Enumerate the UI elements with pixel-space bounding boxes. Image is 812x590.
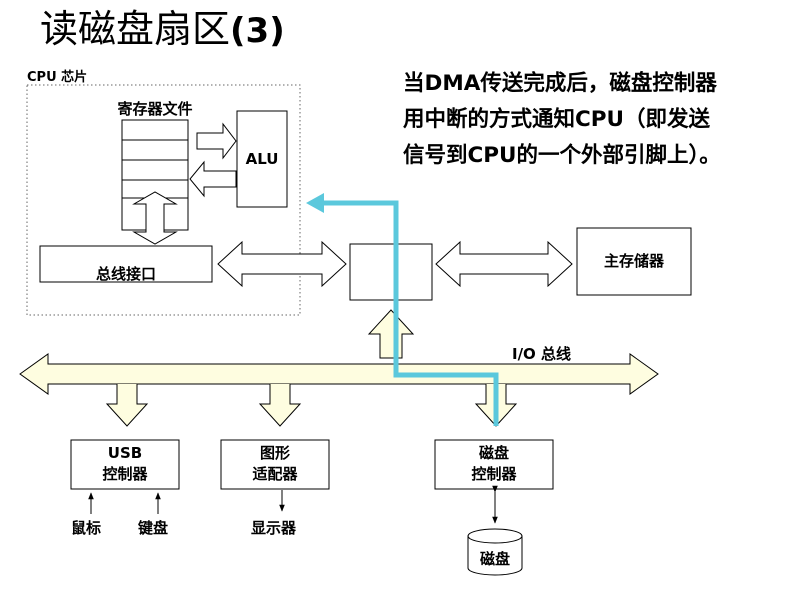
- interrupt-signal-path: [322, 200, 499, 426]
- usb-controller-label: USB 控制器: [71, 443, 179, 485]
- slide-title: 读磁盘扇区(3): [40, 4, 285, 56]
- reg-to-alu-arrow: [196, 122, 237, 160]
- reg-bus-double-arrow: [132, 191, 178, 245]
- keyboard-label: 键盘: [138, 519, 169, 537]
- mouse-label: 鼠标: [71, 519, 102, 537]
- title-text: 读磁盘扇区: [40, 7, 231, 51]
- alu-label: ALU: [245, 150, 279, 168]
- io-bus-label: I/O 总线: [512, 345, 572, 363]
- usb-controller-box: [70, 439, 180, 490]
- io-bridge-box: [349, 243, 433, 301]
- cpu-chip-boundary: [26, 84, 301, 316]
- main-memory-label: 主存储器: [603, 252, 664, 270]
- interrupt-arrowhead: [306, 193, 324, 213]
- title-number: (3): [230, 11, 285, 51]
- bridge-memory-double-arrow: [435, 240, 573, 288]
- disk-controller-box: [434, 439, 554, 490]
- disk-controller-label: 磁盘 控制器: [435, 443, 553, 485]
- note-line-3: 信号到CPU的一个外部引脚上）。: [403, 143, 721, 168]
- register-file-label: 寄存器文件: [117, 100, 193, 118]
- graphics-adapter-label: 图形 适配器: [221, 443, 329, 485]
- alu-to-reg-arrow: [189, 160, 237, 198]
- disk-label: 磁盘: [479, 550, 510, 568]
- bus-to-graphics-arrow: [258, 384, 302, 427]
- note-line-1: 当DMA传送完成后，磁盘控制器: [403, 71, 717, 96]
- bus-to-usb-arrow: [105, 384, 149, 427]
- bus-interface-label: 总线接口: [95, 265, 156, 283]
- note-line-2: 用中断的方式通知CPU（即发送: [403, 107, 710, 132]
- disk-controller-line-2: 控制器: [471, 465, 517, 483]
- bus-interface-box: [39, 245, 213, 283]
- cpu-bridge-double-arrow: [217, 240, 347, 288]
- disk-icon: [467, 528, 523, 576]
- main-memory-box: [576, 227, 692, 296]
- cpu-chip-label: CPU 芯片: [27, 70, 88, 85]
- graphics-adapter-line-1: 图形: [259, 444, 290, 462]
- graphics-adapter-box: [220, 439, 330, 490]
- disk-controller-line-1: 磁盘: [478, 444, 509, 462]
- display-label: 显示器: [251, 519, 297, 537]
- graphics-adapter-line-2: 适配器: [252, 465, 298, 483]
- usb-controller-line-2: 控制器: [102, 465, 148, 483]
- register-file: [121, 119, 189, 231]
- bridge-iobus-arrow: [367, 309, 415, 359]
- usb-controller-line-1: USB: [107, 444, 143, 462]
- interrupt-note: 当DMA传送完成后，磁盘控制器 用中断的方式通知CPU（即发送 信号到CPU的一…: [403, 66, 808, 174]
- alu-box: [236, 110, 288, 208]
